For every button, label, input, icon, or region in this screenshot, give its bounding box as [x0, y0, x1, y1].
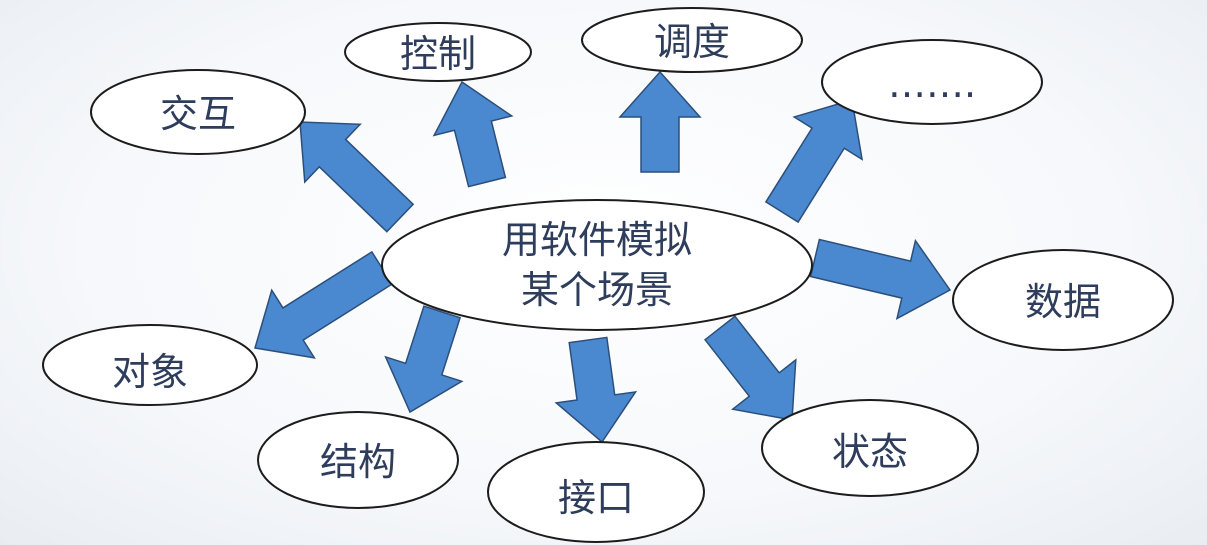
arrow-to-data	[809, 238, 952, 320]
node-control: 控制	[344, 22, 532, 82]
node-label: 数据	[1025, 280, 1101, 324]
node-label: 状态	[832, 430, 908, 474]
node-scheduling: 调度	[581, 7, 803, 73]
arrow-to-control	[432, 80, 514, 188]
node-label: 对象	[112, 350, 188, 394]
node-interaction: 交互	[90, 69, 306, 155]
node-label: 控制	[400, 32, 476, 76]
node-label: 调度	[654, 20, 730, 64]
center-label-line1: 用软件模拟	[502, 218, 692, 262]
arrow-to-state	[703, 315, 797, 421]
node-data: 数据	[952, 249, 1174, 351]
arrow-to-scheduling	[618, 70, 702, 173]
node-object: 对象	[42, 324, 258, 406]
node-structure: 结构	[257, 411, 459, 509]
node-label: 结构	[320, 440, 396, 484]
arrow-to-more	[764, 99, 864, 224]
node-label: 交互	[160, 92, 236, 136]
arrow-to-interaction	[299, 121, 415, 233]
arrow-to-interface	[554, 336, 638, 444]
node-state: 状态	[761, 399, 979, 497]
node-label: 接口	[558, 476, 634, 520]
node-interface: 接口	[487, 441, 705, 543]
arrow-to-structure	[384, 305, 464, 414]
node-label: …….	[888, 62, 976, 106]
center-label-line2: 某个场景	[521, 268, 673, 312]
center-node: 用软件模拟 某个场景	[381, 199, 813, 331]
node-more: …….	[821, 39, 1043, 125]
arrow-to-object	[254, 250, 394, 359]
arrows	[254, 70, 952, 444]
